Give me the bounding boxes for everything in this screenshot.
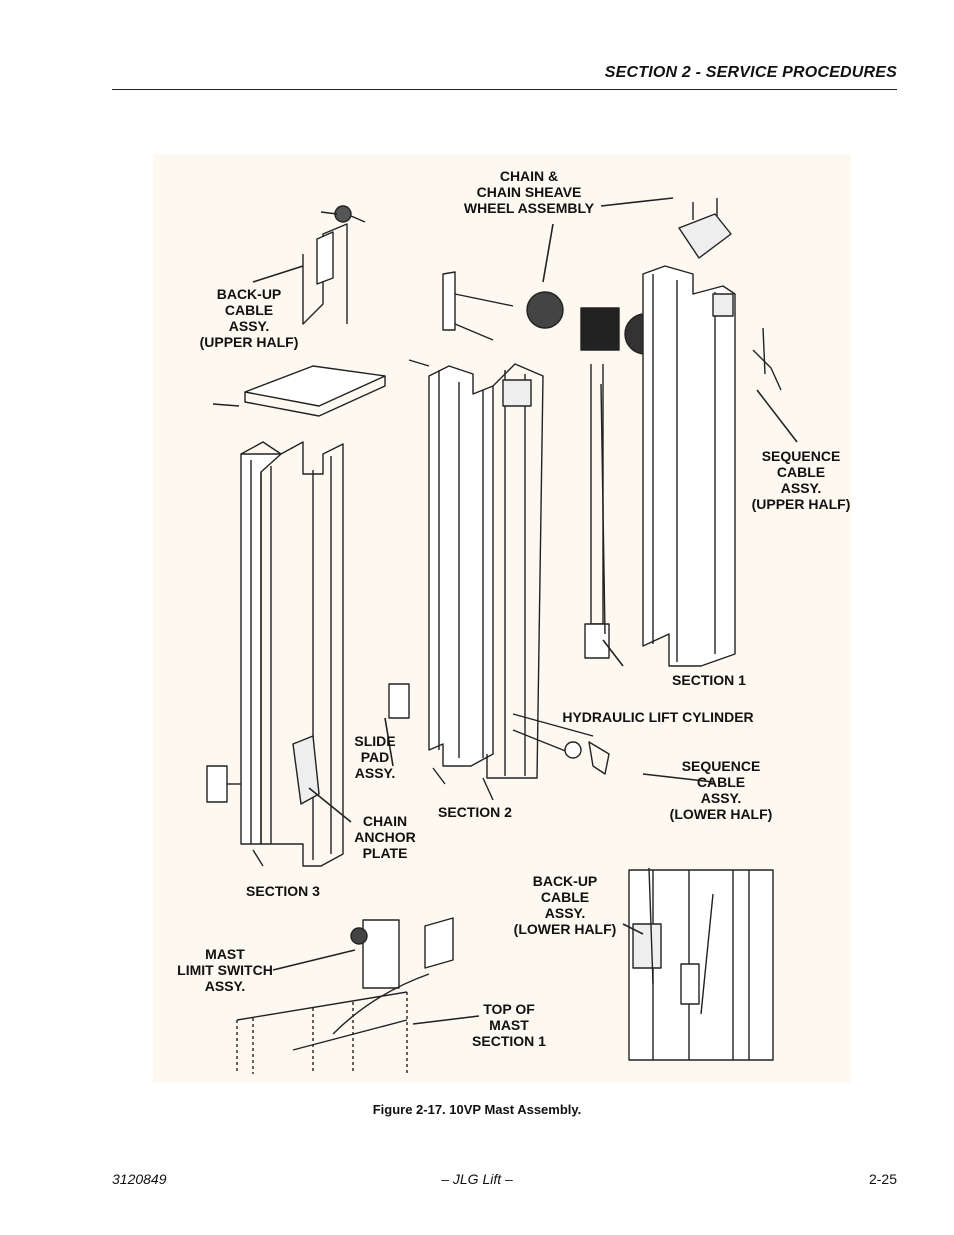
leader-lines (252, 197, 798, 1025)
label-sequence-upper: SEQUENCE CABLE ASSY. (UPPER HALF) (751, 448, 851, 512)
label-slide-pad: SLIDE PAD ASSY. (354, 733, 396, 781)
section-title: SECTION 2 - SERVICE PROCEDURES (604, 64, 897, 81)
label-chain-sheave: CHAIN & CHAIN SHEAVE WHEEL ASSEMBLY (463, 168, 595, 216)
header-rule (112, 89, 897, 90)
footer-publisher: – JLG Lift – (441, 1171, 513, 1187)
label-section-2: SECTION 2 (438, 804, 512, 820)
label-backup-upper: BACK-UP CABLE ASSY. (UPPER HALF) (199, 286, 299, 350)
section-3-mast (206, 365, 386, 867)
backup-cable-lower (628, 867, 774, 1061)
label-top-of-mast: TOP OF MAST SECTION 1 (472, 1001, 546, 1049)
footer-page-number: 2-25 (868, 1171, 897, 1187)
label-hydraulic: HYDRAULIC LIFT CYLINDER (562, 709, 754, 725)
footer-doc-number: 3120849 (112, 1171, 167, 1187)
mast-limit-switch (236, 917, 454, 1074)
label-sequence-lower: SEQUENCE CABLE ASSY. (LOWER HALF) (669, 758, 773, 822)
label-chain-anchor: CHAIN ANCHOR PLATE (354, 813, 416, 861)
section-2-mast (388, 271, 610, 801)
section-1-mast (642, 198, 782, 667)
figure-caption: Figure 2-17. 10VP Mast Assembly. (372, 1102, 582, 1117)
mast-illustration (206, 197, 798, 1074)
backup-cable-upper (302, 205, 366, 325)
label-section-1: SECTION 1 (672, 672, 746, 688)
label-section-3: SECTION 3 (246, 883, 320, 899)
label-backup-lower: BACK-UP CABLE ASSY. (LOWER HALF) (513, 873, 617, 937)
mast-assembly-figure: CHAIN & CHAIN SHEAVE WHEEL ASSEMBLY BACK… (153, 154, 851, 1083)
label-mast-limit: MAST LIMIT SWITCH ASSY. (177, 946, 273, 994)
